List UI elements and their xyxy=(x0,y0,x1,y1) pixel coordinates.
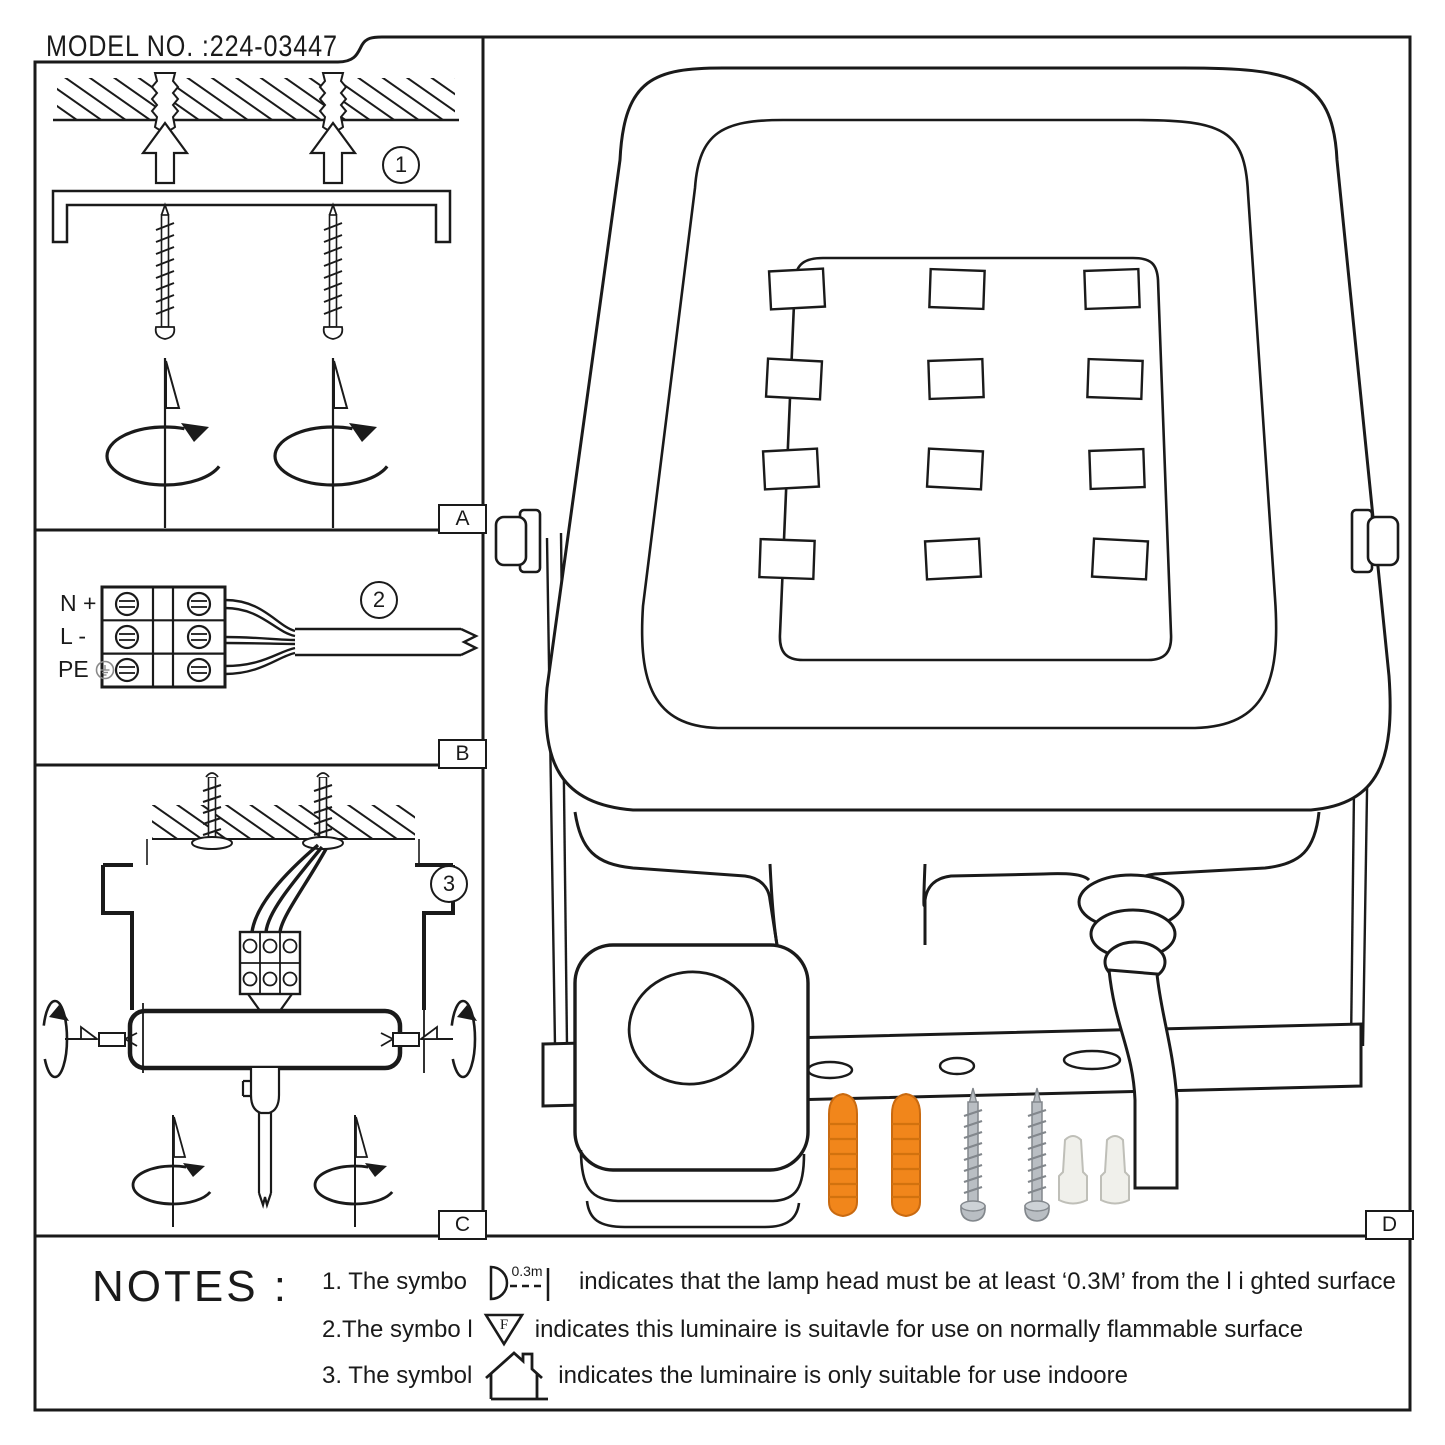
step-3-number: 3 xyxy=(442,871,456,896)
led-chip xyxy=(767,267,827,311)
mounting-bracket-icon xyxy=(51,189,452,244)
mount-housing-outline xyxy=(101,863,455,1010)
rotate-arrow-icon xyxy=(105,358,225,528)
cable-icon xyxy=(241,1068,281,1209)
push-up-arrow xyxy=(140,121,190,185)
earth-symbol-icon xyxy=(95,660,115,680)
wall-plug-icon xyxy=(308,72,358,185)
note-3-text: indicates the luminaire is only suitable… xyxy=(558,1362,1128,1389)
led-chip xyxy=(1088,447,1146,491)
model-number: MODEL NO. :224-03447 xyxy=(46,30,338,63)
screw-icon xyxy=(302,772,344,850)
step-1-badge: 1 xyxy=(382,146,420,184)
led-chip-grid xyxy=(758,267,1150,581)
panel-d-label: D xyxy=(1365,1210,1414,1240)
side-screw-left xyxy=(41,999,138,1079)
slot-hole xyxy=(938,1056,976,1076)
wire-nut xyxy=(1100,1135,1130,1205)
led-chip xyxy=(928,267,986,311)
terminal-block-icon xyxy=(100,585,227,689)
wall-plug-icon xyxy=(140,72,190,185)
min-distance-icon: 0.3m xyxy=(489,1263,550,1301)
screw-icon xyxy=(154,202,176,340)
step-3-badge: 3 xyxy=(430,865,468,903)
panel-c-diagram xyxy=(41,772,477,1227)
outer-border xyxy=(33,35,1412,1412)
step-2-number: 2 xyxy=(372,587,386,612)
side-screw-right xyxy=(380,999,477,1079)
led-chip xyxy=(1083,267,1141,311)
terminal-block-icon xyxy=(238,930,302,1042)
pivot-knob-icon xyxy=(494,508,1400,574)
mounting-screw xyxy=(960,1087,986,1222)
power-cable-icon xyxy=(1107,968,1179,1190)
panel-a-diagram xyxy=(51,72,459,528)
screw-icon xyxy=(191,772,233,850)
note-1-text: indicates that the lamp head must be at … xyxy=(578,1268,1396,1295)
panel-d-product-drawing xyxy=(494,66,1400,1229)
note-line-1: 1. The symbo 0.3m indicates that the lam… xyxy=(322,1256,1396,1308)
note-2-text: indicates this luminaire is suitavle for… xyxy=(534,1316,1304,1343)
rotate-arrow-icon xyxy=(273,358,393,528)
led-chip xyxy=(761,447,821,491)
note-line-3: 3. The symbol indicates the luminaire is… xyxy=(322,1350,1128,1402)
step-1-number: 1 xyxy=(394,152,408,177)
rotate-arrow-icon xyxy=(131,1115,215,1227)
ceiling-hatch xyxy=(57,78,455,119)
led-chip xyxy=(925,447,985,491)
wires-icon xyxy=(250,843,328,933)
rotate-arrow-icon xyxy=(313,1115,397,1227)
panel-a-label: A xyxy=(438,504,487,534)
lamp-body-icon xyxy=(127,1008,403,1071)
sensor-lens xyxy=(627,970,755,1086)
mounting-screw xyxy=(1024,1087,1050,1222)
panel-c-label: C xyxy=(438,1210,487,1240)
note-2-prefix: 2.The symbo l xyxy=(322,1316,473,1343)
led-chip xyxy=(758,537,816,581)
led-chip xyxy=(1086,357,1144,401)
f-letter: F xyxy=(500,1317,508,1333)
terminal-label-live: L - xyxy=(60,623,86,649)
rear-housing xyxy=(573,811,1321,946)
note-3-prefix: 3. The symbol xyxy=(322,1362,473,1389)
notes-heading: NOTES : xyxy=(92,1262,290,1311)
note-line-2: 2.The symbo l F indicates this luminaire… xyxy=(322,1304,1303,1356)
cable-gland-icon xyxy=(1077,873,1185,984)
supply-cable-icon xyxy=(224,598,479,676)
wall-plug-anchor xyxy=(891,1092,921,1218)
pir-sensor-icon xyxy=(573,943,810,1229)
led-chip xyxy=(1090,537,1150,581)
led-chip xyxy=(923,537,983,581)
wall-plug-anchor xyxy=(828,1092,858,1218)
slot-hole xyxy=(1062,1049,1122,1071)
ceiling-hatch xyxy=(152,805,415,838)
note-1-prefix: 1. The symbo xyxy=(322,1268,467,1295)
wire-nut xyxy=(1058,1135,1088,1205)
push-up-arrow xyxy=(308,121,358,185)
led-chip xyxy=(764,357,824,401)
panel-b-diagram xyxy=(100,585,479,689)
led-chip xyxy=(927,357,985,401)
panel-b-label: B xyxy=(438,739,487,769)
flammable-surface-f-icon: F xyxy=(483,1313,525,1347)
terminal-label-neutral: N + xyxy=(60,590,97,616)
step-2-badge: 2 xyxy=(360,581,398,619)
indoor-use-house-icon xyxy=(485,1351,549,1401)
terminal-label-earth: PE xyxy=(58,656,89,682)
screw-icon xyxy=(322,202,344,340)
min-distance-value: 0.3m xyxy=(511,1263,542,1279)
